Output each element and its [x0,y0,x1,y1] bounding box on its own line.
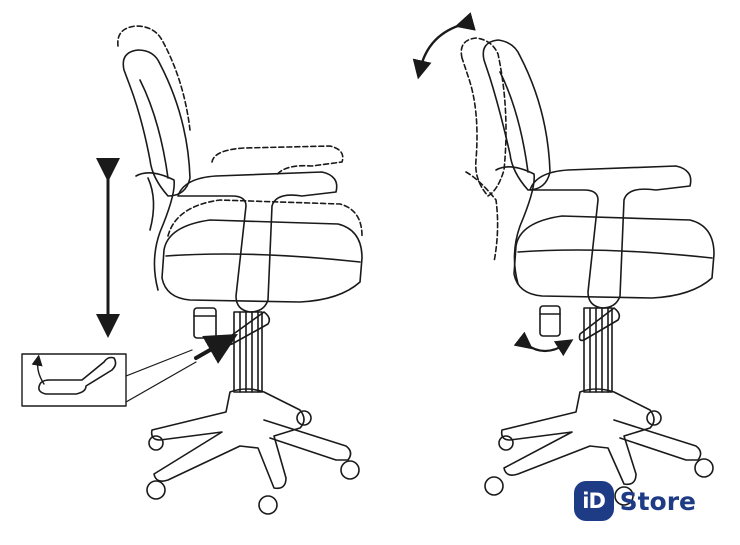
right-backrest [482,39,551,191]
logo-badge-text: iD [582,489,606,513]
right-seat [513,215,715,299]
logo-badge: iD [573,481,614,521]
right-gas-cylinder [583,307,613,393]
right-backrest-tilted [460,37,507,197]
right-tilt-knob [539,305,561,337]
tilt-arrow [412,12,476,80]
lever-inset-box [21,353,127,407]
right-armrest [529,165,692,309]
left-backrest [122,49,191,197]
left-backrest-support [135,172,176,291]
left-caster-1 [148,435,164,451]
left-chair-base [150,388,305,490]
left-caster-3 [258,495,278,515]
right-lever [578,307,621,342]
left-armrest [177,171,338,313]
knob-rotate-arrow [513,331,574,357]
inset-up-arrow [31,354,45,385]
left-seat [161,219,363,303]
right-caster-3 [614,486,634,506]
left-caster-5 [296,410,312,426]
left-backrest-inner [139,79,169,179]
right-caster-2 [484,476,504,496]
idstore-logo: iD Store [573,481,696,521]
right-chair-base [500,388,655,486]
right-caster-5 [646,410,662,426]
left-backrest-raised [117,25,191,131]
right-caster-1 [498,435,514,451]
left-chair [21,25,363,515]
right-backrest-support [495,166,536,285]
inset-lever [38,356,117,395]
left-armrest-raised [211,145,344,177]
right-caster-4 [694,458,714,478]
left-caster-2 [146,480,166,500]
right-chair [412,12,715,506]
left-seat-raised [167,199,363,237]
left-tilt-knob [193,307,217,339]
logo-text: Store [619,486,696,516]
lever-pointer-arrow [194,334,238,364]
left-caster-4 [340,460,360,480]
